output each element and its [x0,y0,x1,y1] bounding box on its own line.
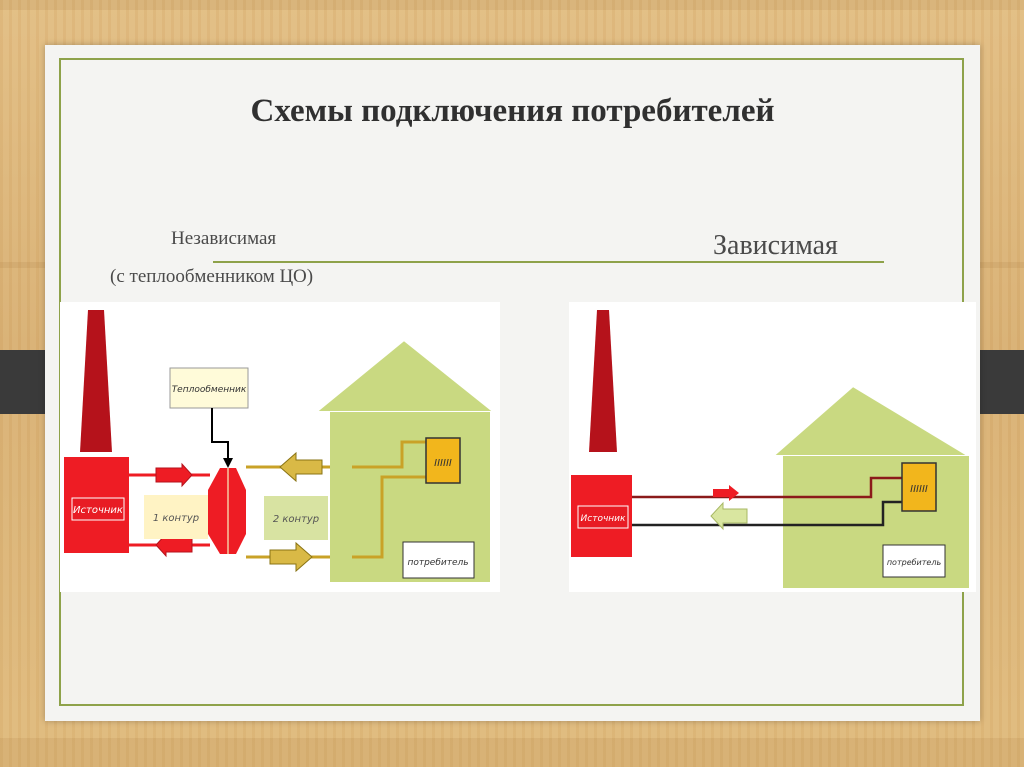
circuit2-box [264,496,328,540]
chimney [80,310,112,452]
consumer-box [882,544,946,578]
binder-clip-right [976,350,1024,414]
source-label-box [577,505,629,529]
radiator [901,462,937,512]
radiator-fins: IIIIII [910,484,928,495]
return-pipe-house [352,475,428,559]
radiator-fins: IIIIII [434,458,452,469]
slide-title: Схемы подключения потребителей [250,93,775,129]
independent-sublabel: (с теплообменником ЦО) [110,266,314,287]
independent-label: Независимая [171,228,277,249]
wood-plank [0,0,1024,10]
consumer-label: потребитель [407,558,468,568]
heat-exchanger-label: Теплообменник [172,385,247,395]
house-roof [770,384,973,457]
pointer-arrowhead [223,458,233,468]
circuit1-box [144,495,208,539]
return-pipe-house [783,500,904,527]
consumer-box [402,541,475,579]
dependent-diagram: Источник IIIIII потребитель [569,302,976,592]
heat-exchanger [208,468,246,554]
heat-exchanger-box [169,367,249,409]
wood-plank [0,738,1024,767]
binder-clip-left [0,350,48,414]
circuit1-label: 1 контур [153,513,199,524]
source-label: Источник [73,505,123,516]
divider-line [213,261,884,263]
dependent-label: Зависимая [713,230,838,261]
house-roof [313,338,497,413]
independent-diagram: Источник 1 контур Теплообменник 2 контур [60,302,500,592]
pointer-line [211,408,229,460]
arrow-left-gold [279,451,323,483]
supply-pipe-house [783,476,904,499]
radiator [425,437,461,484]
supply-pipe-house [352,440,428,469]
slide-paper: Схемы подключения потребителей Независим… [45,45,980,721]
source-label-box [71,497,125,521]
arrow-right-gold [269,541,313,573]
chimney [589,310,617,452]
consumer-label: потребитель [887,558,942,567]
arrow-right-red [155,462,193,488]
source-label: Источник [581,514,626,524]
arrow-right-red [713,485,739,501]
arrow-left-green [710,501,748,531]
circuit2-label: 2 контур [273,514,319,525]
